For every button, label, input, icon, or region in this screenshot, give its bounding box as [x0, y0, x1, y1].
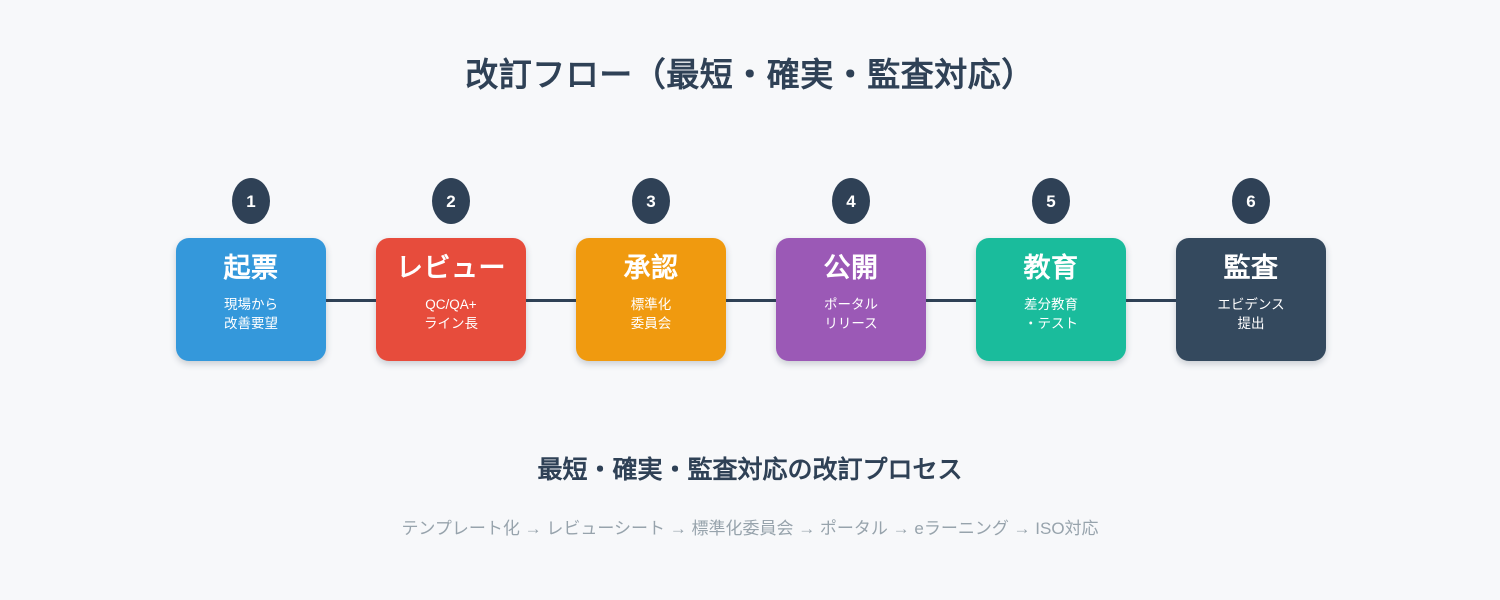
step-label: レビュー: [396, 253, 506, 283]
flow-step[interactable]: 3 承認標準化 委員会: [576, 178, 726, 363]
step-number-badge: 3: [632, 178, 670, 224]
step-card[interactable]: 監査エビデンス 提出: [1176, 238, 1326, 361]
step-card[interactable]: 起票現場から 改善要望: [176, 238, 326, 361]
caption: テンプレート化 → レビューシート → 標準化委員会 → ポータル → eラーニ…: [401, 519, 1099, 538]
page-title: 改訂フロー（最短・確実・監査対応）: [465, 56, 1035, 93]
step-card[interactable]: 教育差分教育 ・テスト: [976, 238, 1126, 361]
step-list: 1 起票現場から 改善要望 2 レビュー QC/QA+ ライン長 3 承認標準化 委員会 4 公…: [176, 178, 1326, 363]
step-label: 承認: [623, 253, 679, 283]
step-label: 公開: [823, 253, 879, 283]
step-card[interactable]: レビュー QC/QA+ ライン長: [376, 238, 526, 361]
flow-step[interactable]: 5 教育差分教育 ・テスト: [976, 178, 1126, 363]
step-card[interactable]: 承認標準化 委員会: [576, 238, 726, 361]
flow-step[interactable]: 4 公開ポータル リリース: [776, 178, 926, 363]
step-number-badge: 1: [232, 178, 270, 224]
step-number-badge: 4: [832, 178, 870, 224]
flow-step[interactable]: 6 監査エビデンス 提出: [1176, 178, 1326, 363]
step-sublabel: エビデンス 提出: [1217, 296, 1285, 332]
step-label: 監査: [1223, 253, 1279, 283]
step-label: 教育: [1023, 253, 1079, 283]
step-label: 起票: [223, 253, 279, 283]
step-card[interactable]: 公開ポータル リリース: [776, 238, 926, 361]
step-sublabel: 標準化 委員会: [630, 296, 672, 332]
process-flow: 1 起票現場から 改善要望 2 レビュー QC/QA+ ライン長 3 承認標準化 委員会 4 公…: [176, 178, 1326, 363]
step-number-badge: 5: [1032, 178, 1070, 224]
step-sublabel: ポータル リリース: [824, 296, 878, 332]
flow-step[interactable]: 1 起票現場から 改善要望: [176, 178, 326, 363]
step-number-badge: 2: [432, 178, 470, 224]
subtitle: 最短・確実・監査対応の改訂プロセス: [537, 456, 963, 484]
step-sublabel: 差分教育 ・テスト: [1024, 296, 1078, 332]
step-number-badge: 6: [1232, 178, 1270, 224]
step-sublabel: QC/QA+ ライン長: [424, 296, 478, 332]
flow-step[interactable]: 2 レビュー QC/QA+ ライン長: [376, 178, 526, 363]
step-sublabel: 現場から 改善要望: [224, 296, 278, 332]
